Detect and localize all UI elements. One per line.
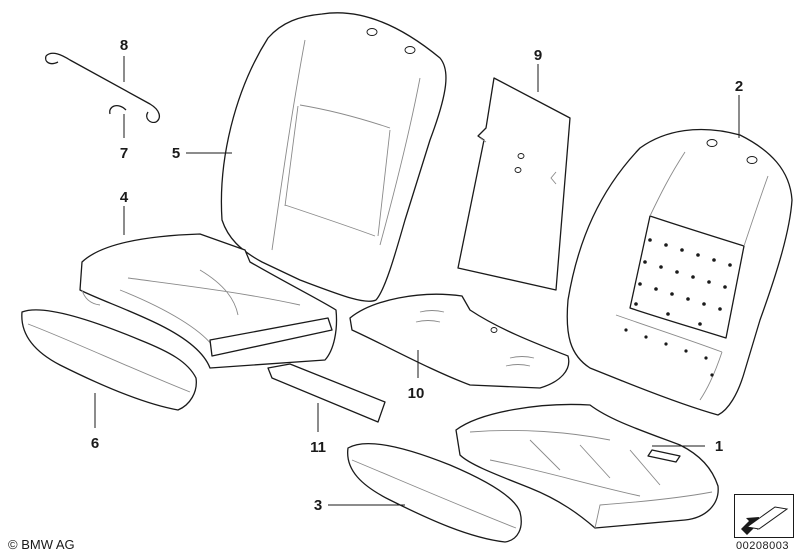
callout-2: 2 bbox=[735, 78, 743, 95]
callout-9: 9 bbox=[534, 47, 542, 64]
callout-labels: 8 7 5 4 6 11 10 9 2 1 3 bbox=[91, 37, 743, 514]
callout-7: 7 bbox=[120, 145, 128, 162]
ventilation-holes bbox=[624, 238, 732, 377]
part-2-backrest-padding[interactable] bbox=[566, 128, 793, 416]
callout-6: 6 bbox=[91, 435, 99, 452]
part-1-seat-cushion-frame[interactable] bbox=[455, 403, 719, 529]
callout-1: 1 bbox=[715, 438, 723, 455]
arrow-down-left-icon bbox=[741, 506, 789, 535]
callout-11: 11 bbox=[310, 439, 326, 456]
part-11-trim-strip[interactable] bbox=[267, 363, 386, 423]
callout-10: 10 bbox=[408, 385, 425, 402]
callout-3: 3 bbox=[314, 497, 322, 514]
callout-4: 4 bbox=[120, 189, 129, 206]
callout-8: 8 bbox=[120, 37, 128, 54]
part-10-seat-base-plate[interactable] bbox=[349, 293, 570, 389]
part-7-clip[interactable] bbox=[109, 104, 127, 115]
copyright-text: © BMW AG bbox=[8, 537, 75, 552]
part-9-backrest-panel[interactable] bbox=[457, 77, 571, 291]
callout-5: 5 bbox=[172, 145, 180, 162]
part-6-side-bolster[interactable] bbox=[21, 309, 197, 411]
document-id: 00208003 bbox=[736, 540, 789, 552]
part-4-seat-cushion-cover[interactable] bbox=[79, 233, 338, 369]
leader-lines bbox=[94, 56, 740, 506]
part-5-backrest-cover[interactable] bbox=[220, 12, 447, 302]
navigation-box[interactable] bbox=[734, 494, 794, 538]
part-8-wire-tension[interactable] bbox=[44, 52, 161, 124]
part-3-side-bolster[interactable] bbox=[347, 442, 522, 543]
